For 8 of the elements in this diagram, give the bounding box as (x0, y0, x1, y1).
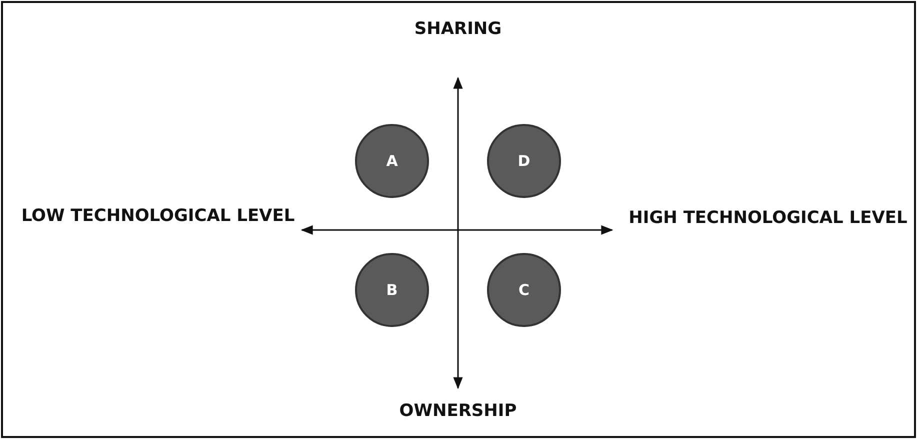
circle-letter: D (518, 152, 530, 170)
axis-label: SHARING (413, 18, 503, 41)
axis-label: OWNERSHIP (398, 400, 518, 423)
circle-letter: B (386, 281, 398, 299)
circle-letter: C (518, 281, 530, 299)
circle-letter: A (386, 152, 398, 170)
axis-label: HIGH TECHNOLOGICAL LEVEL (628, 207, 908, 230)
axis-label: LOW TECHNOLOGICAL LEVEL (20, 205, 296, 228)
